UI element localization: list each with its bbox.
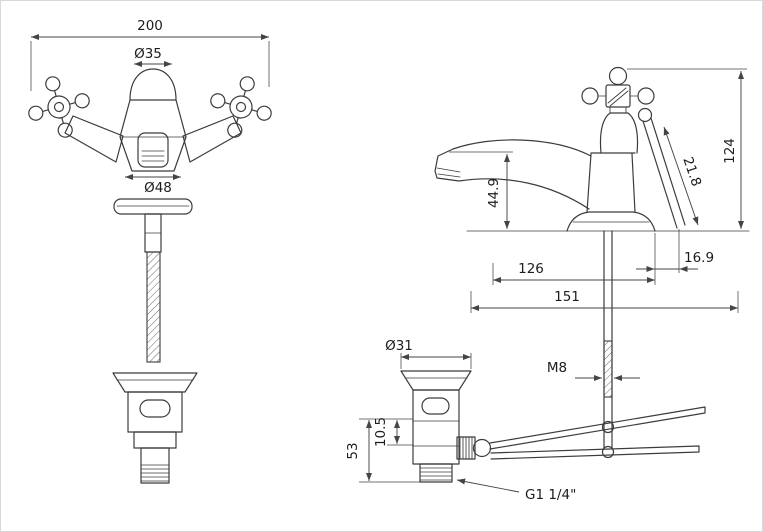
handle-lobe [45,76,61,92]
side-handle-lobe-right [637,87,655,105]
front-left-handle-arm [64,115,124,163]
front-left-handle [28,76,90,138]
waste-step [133,431,177,449]
waste-body [412,389,460,465]
front-aerator-lines [141,150,165,162]
waste-tail [140,447,170,484]
handle-hub-cap [53,101,65,113]
popup-rod-thread [603,340,613,398]
lever-rod-upper [489,406,706,450]
front-base-flange [113,198,193,215]
side-aerator-lines [436,167,461,178]
leader-line [456,478,520,493]
extension-line [654,229,680,285]
handle-lobe [210,93,226,109]
waste-thread-lines [140,464,170,482]
side-handle-lobe-top [608,66,628,86]
side-handle-indicator [605,84,631,108]
dim-rod-offset: 16.9 [684,250,714,266]
front-threaded-tail [146,251,161,363]
waste-thread-lines [419,467,453,481]
front-body [119,99,187,172]
side-view [400,66,750,483]
side-handle-lobe-left [581,87,599,105]
side-spout [434,139,592,210]
dim-waste-diameter: Ø31 [385,338,413,354]
dim-overall-height: 124 [722,138,738,164]
side-body-sides [586,153,636,213]
handle-lobe [239,76,255,92]
waste-overflow-slot [139,399,171,418]
linkage-joint-upper [601,420,615,434]
front-cap-dome [129,68,177,101]
dim-spout-height: 44.9 [486,178,502,208]
front-spout-face [137,132,169,168]
waste-flange [112,372,198,393]
dim-line-lever [663,126,699,226]
dim-waste-step: 10.5 [373,417,389,447]
dim-lever-length: 21.8 [679,155,704,189]
waste-tail [419,463,453,483]
front-right-handle-arm [182,115,242,163]
side-waste [400,370,472,483]
side-view-dimensions: 124 44.9 21.8 16.9 126 151 [345,68,747,503]
side-faucet [434,66,686,232]
lift-rod [642,117,686,229]
dim-overall-depth: 151 [554,289,580,305]
handle-lobe [256,105,272,121]
side-under-deck [456,230,706,460]
dim-waste-thread: G1 1/4" [525,487,576,503]
dim-overall-width: 200 [137,18,163,34]
handle-spokes [223,89,259,125]
dim-rod-thread: M8 [547,360,567,376]
extension-line [359,418,420,483]
dim-cap-diameter: Ø35 [134,46,162,62]
linkage-joint-lower [601,445,615,459]
lever-housing-knurls [459,436,473,460]
handle-spokes [41,89,77,125]
handle-lobe [28,105,44,121]
waste-body [127,391,183,433]
lever-ball-joint [472,438,492,458]
waste-flange [400,370,472,391]
extension-line [30,41,270,91]
lever-rod-lower [490,445,700,460]
dim-waste-height: 53 [345,442,361,459]
popup-rod [603,230,613,449]
dim-spout-reach: 126 [518,261,544,277]
waste-overflow-slot [421,397,450,415]
side-base-flange [566,211,656,232]
handle-lobe [74,93,90,109]
extension-line [400,353,472,369]
waste-step-lines [412,420,460,447]
front-right-handle [210,76,272,138]
handle-hub-cap [235,101,247,113]
dim-body-diameter: Ø48 [144,180,172,196]
side-handle-details [597,87,639,114]
lift-rod-knob [637,107,653,123]
front-waste [112,372,198,484]
side-handle-skirt [599,112,639,154]
front-view-dimensions: 200 Ø35 Ø48 [30,18,270,196]
front-view [28,68,272,484]
handle-hub [47,95,71,119]
